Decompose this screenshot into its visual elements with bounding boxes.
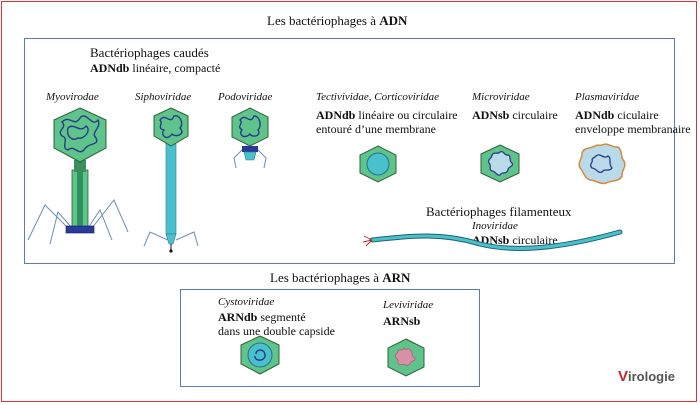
rna-section-title: Les bactériophages à ARN bbox=[270, 271, 410, 285]
family-myoviridae: Myovirodae bbox=[46, 91, 99, 103]
myoviridae-core bbox=[77, 170, 83, 228]
podoviridae-tail bbox=[243, 151, 257, 161]
cysto-desc-rest: segmenté bbox=[257, 310, 306, 324]
podoviridae-dna bbox=[239, 115, 261, 138]
tectiviridae-phage bbox=[359, 145, 397, 183]
tecti-desc-bold: ADNdb bbox=[316, 108, 356, 122]
cystoviridae-phage bbox=[240, 335, 280, 375]
dna-section-box bbox=[24, 38, 675, 264]
myoviridae-phage bbox=[27, 107, 129, 245]
rna-title-prefix: Les bactériophages à bbox=[270, 270, 383, 285]
plasmaviridae-envelope bbox=[578, 143, 626, 185]
cysto-desc: ARNdb segmenté bbox=[218, 310, 306, 324]
cystoviridae-inner-capsid bbox=[247, 342, 273, 368]
rna-section-box bbox=[180, 289, 480, 387]
micro-desc-bold: ADNsb bbox=[472, 108, 510, 122]
family-siphoviridae: Siphoviridae bbox=[135, 91, 192, 103]
microviridae-phage bbox=[480, 144, 520, 183]
plasma-desc-bold: ADNdb bbox=[575, 108, 615, 122]
tailed-phages-title: Bactériophages caudés bbox=[90, 45, 209, 60]
siphoviridae-phage bbox=[143, 107, 199, 253]
micro-desc-rest: circulaire bbox=[509, 108, 558, 122]
myoviridae-baseplate bbox=[65, 225, 95, 234]
family-podoviridae: Podoviridae bbox=[218, 91, 273, 103]
myoviridae-dna bbox=[59, 115, 100, 153]
tailed-desc-bold: ADNdb bbox=[90, 61, 130, 75]
leviviridae-phage bbox=[387, 338, 425, 377]
tecti-desc: ADNdb linéaire ou circulaire bbox=[316, 108, 458, 122]
tectiviridae-membrane bbox=[366, 152, 390, 176]
family-microviridae: Microviridae bbox=[472, 91, 530, 103]
cysto-desc-bold: ARNdb bbox=[218, 310, 258, 324]
myoviridae-tail-fibers bbox=[27, 199, 129, 245]
leviviridae-rna bbox=[395, 347, 416, 366]
plasma-desc-rest: ciculaire bbox=[614, 108, 659, 122]
dna-section-title: Les bactériophages à ADN bbox=[267, 14, 407, 28]
rna-title-bold: ARN bbox=[382, 270, 411, 285]
tailed-desc-rest: linéaire, compacté bbox=[129, 61, 221, 75]
podoviridae-phage bbox=[231, 107, 269, 169]
micro-desc: ADNsb circulaire bbox=[472, 108, 558, 122]
logo-initial: V bbox=[618, 368, 629, 385]
myoviridae-collar bbox=[74, 160, 86, 172]
siphoviridae-tail-tip bbox=[165, 233, 177, 245]
microviridae-dna bbox=[487, 150, 514, 176]
siphoviridae-capsid bbox=[153, 107, 189, 147]
plasmaviridae-phage bbox=[578, 143, 626, 185]
tailed-phages-desc: ADNdb linéaire, compacté bbox=[90, 61, 220, 75]
family-leviviridae: Leviviridae bbox=[383, 299, 434, 311]
family-tectiviridae: Tectivividae, Corticoviridae bbox=[316, 91, 440, 103]
siphoviridae-dna bbox=[159, 115, 183, 139]
cysto-desc-line2: dans une double capside bbox=[218, 324, 335, 338]
plasma-desc-line2: enveloppe membranaire bbox=[575, 122, 691, 136]
podoviridae-tail-fibers bbox=[233, 147, 267, 169]
dna-title-prefix: Les bactériophages à bbox=[267, 13, 380, 28]
tecti-desc-line2: entouré d’une membrane bbox=[316, 122, 436, 136]
plasma-desc: ADNdb ciculaire bbox=[575, 108, 659, 122]
siphoviridae-tail-end bbox=[169, 249, 173, 253]
inoviridae-filament bbox=[370, 230, 622, 250]
family-inoviridae: Inoviridae bbox=[472, 220, 518, 232]
family-cystoviridae: Cystoviridae bbox=[218, 296, 275, 308]
logo-rest: irologie bbox=[628, 369, 675, 384]
inoviridae-end-fibers bbox=[362, 235, 373, 247]
podoviridae-capsid bbox=[231, 107, 269, 147]
dna-title-bold: ADN bbox=[379, 13, 408, 28]
siphoviridae-tail-fibers bbox=[143, 231, 199, 247]
family-plasmaviridae: Plasmaviridae bbox=[575, 91, 640, 103]
siphoviridae-tail bbox=[165, 141, 177, 235]
podoviridae-collar bbox=[242, 146, 258, 152]
virologie-logo: Virologie bbox=[618, 368, 675, 385]
filamentous-desc-rest: circulaire bbox=[509, 233, 558, 247]
filamentous-title: Bactériophages filamenteux bbox=[426, 204, 572, 219]
cystoviridae-rna bbox=[254, 349, 266, 361]
inoviridae-phage bbox=[362, 229, 623, 251]
plasmaviridae-dna bbox=[589, 154, 613, 174]
levi-desc-bold: ARNsb bbox=[383, 314, 421, 328]
tecti-desc-rest: linéaire ou circulaire bbox=[355, 108, 458, 122]
